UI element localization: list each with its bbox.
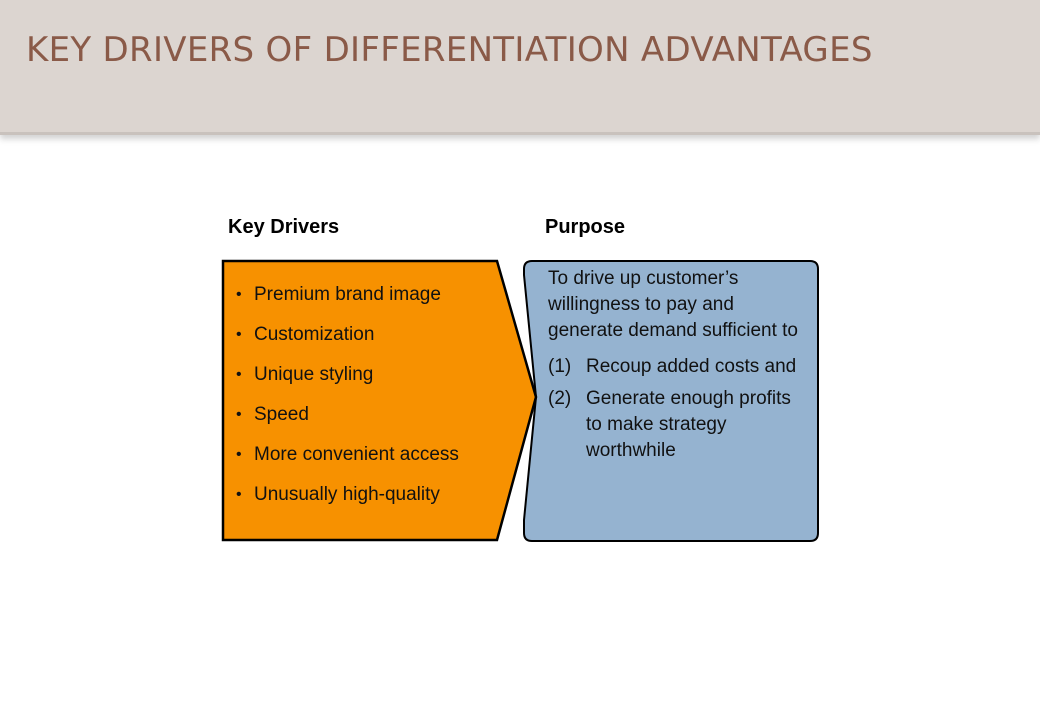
purpose-text: To drive up customer’s willingness to pa… [548,266,810,470]
list-item: •More convenient access [236,444,459,465]
purpose-item-text: Recoup added costs and [586,356,797,377]
list-item: •Unique styling [236,364,374,385]
bullet-icon: • [236,446,242,463]
list-item: •Speed [236,404,309,425]
purpose-item-number: (1) [548,356,572,377]
bullet-icon: • [236,406,242,423]
bullet-icon: • [236,486,242,503]
purpose-item: (2) Generate enough profits to make stra… [548,386,810,464]
slide-title: KEY DRIVERS OF DIFFERENTIATION ADVANTAGE… [26,30,873,70]
drivers-chevron-shape [221,259,538,542]
list-item: •Customization [236,324,375,345]
purpose-item-text: Generate enough profits to make strategy… [586,388,791,461]
list-item: •Unusually high-quality [236,484,440,505]
bullet-icon: • [236,326,242,343]
purpose-box-shape [523,260,819,542]
purpose-intro: To drive up customer’s willingness to pa… [548,268,798,341]
bullet-icon: • [236,366,242,383]
drivers-list: •Premium brand image •Customization •Uni… [236,283,459,523]
purpose-label: Purpose [545,216,626,238]
title-banner: KEY DRIVERS OF DIFFERENTIATION ADVANTAGE… [0,0,1040,135]
key-drivers-label: Key Drivers [228,216,340,238]
purpose-item-number: (2) [548,388,572,409]
purpose-item: (1) Recoup added costs and [548,354,810,380]
bullet-icon: • [236,286,242,303]
list-item: •Premium brand image [236,284,441,305]
